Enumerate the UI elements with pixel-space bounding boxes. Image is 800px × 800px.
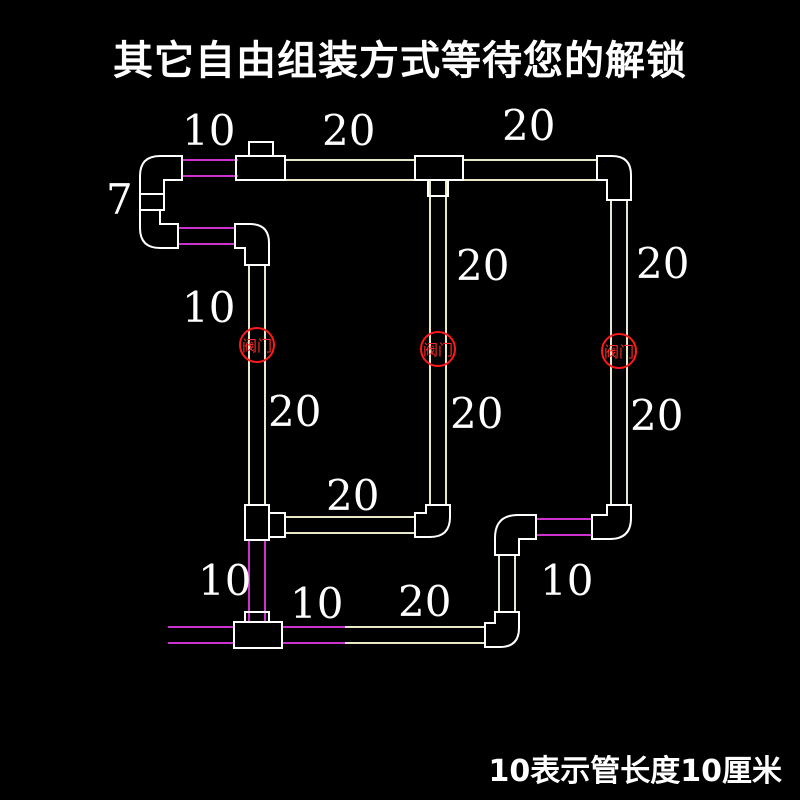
legend-note: 10表示管长度10厘米 xyxy=(488,754,783,789)
svg-text:阀门: 阀门 xyxy=(242,337,272,355)
length-bottom-left-vertical: 10 xyxy=(198,556,251,605)
length-bottom-horizontal: 20 xyxy=(398,577,451,626)
length-top-mid: 20 xyxy=(322,106,375,155)
length-bottom-right-vertical: 10 xyxy=(540,556,593,605)
length-right-vertical-lower: 20 xyxy=(630,391,683,440)
length-left-vertical: 10 xyxy=(182,283,235,332)
length-top-right: 20 xyxy=(502,101,555,150)
length-left-small: 7 xyxy=(106,175,133,224)
length-labels: 10 20 20 7 10 20 20 20 20 20 20 10 10 20… xyxy=(106,101,689,628)
valve-left: 阀门 xyxy=(239,327,275,363)
pipe-fittings xyxy=(139,141,632,649)
length-right-vertical-upper: 20 xyxy=(636,239,689,288)
length-mid-vertical-lower: 20 xyxy=(450,389,503,438)
svg-text:阀门: 阀门 xyxy=(604,343,634,361)
length-mid-vertical-upper: 20 xyxy=(456,241,509,290)
svg-text:阀门: 阀门 xyxy=(423,341,453,359)
length-bottom-mid-horizontal: 20 xyxy=(326,471,379,520)
length-bottom-left-horizontal: 10 xyxy=(290,579,343,628)
valve-middle: 阀门 xyxy=(420,331,456,367)
pipe-segments xyxy=(248,159,628,644)
length-left-vertical-lower: 20 xyxy=(268,387,321,436)
page-title: 其它自由组装方式等待您的解锁 xyxy=(113,38,687,84)
length-top-left: 10 xyxy=(182,106,235,155)
valve-right: 阀门 xyxy=(601,333,637,369)
